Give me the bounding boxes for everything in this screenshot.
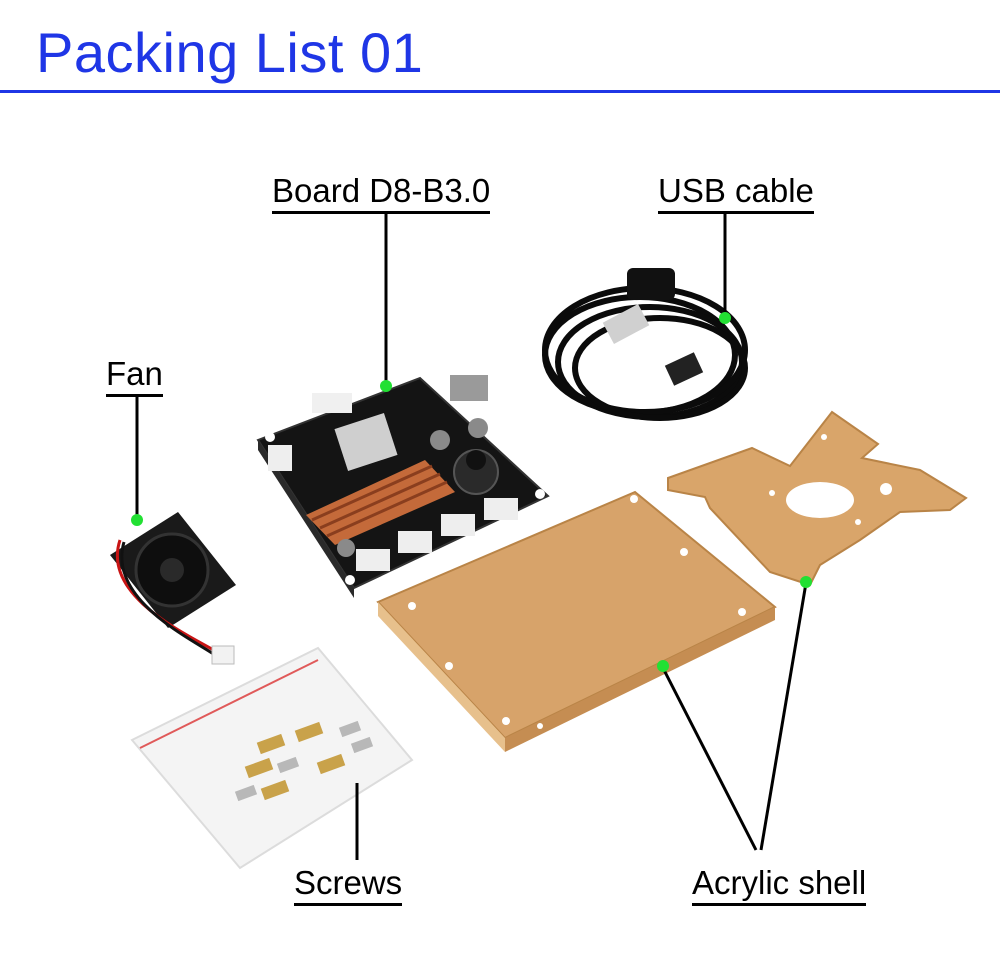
marker-board	[380, 380, 392, 392]
acrylic-plate-bracket	[667, 410, 968, 587]
board-d8-b3	[256, 375, 550, 598]
acrylic-plate-large	[376, 490, 777, 752]
title-underline	[0, 90, 1000, 93]
label-board: Board D8-B3.0	[272, 172, 491, 214]
pointer-lines	[135, 213, 808, 860]
label-acrylic-shell: Acrylic shell	[692, 864, 867, 906]
marker-dots	[131, 312, 812, 672]
usb-cable	[542, 285, 748, 421]
label-usb-cable: USB cable	[658, 172, 814, 214]
heatsink	[306, 460, 455, 545]
page-title: Packing List 01	[36, 21, 424, 84]
label-screws: Screws	[294, 864, 403, 906]
marker-acrylic-1	[657, 660, 669, 672]
usb-ferrite	[627, 268, 675, 300]
marker-fan	[131, 514, 143, 526]
marker-usb	[719, 312, 731, 324]
marker-acrylic-2	[800, 576, 812, 588]
fan	[110, 512, 236, 665]
usb-plug-b	[664, 352, 704, 386]
screws-bag	[130, 646, 414, 870]
label-fan: Fan	[106, 355, 163, 397]
usb-plug-a	[602, 304, 650, 344]
